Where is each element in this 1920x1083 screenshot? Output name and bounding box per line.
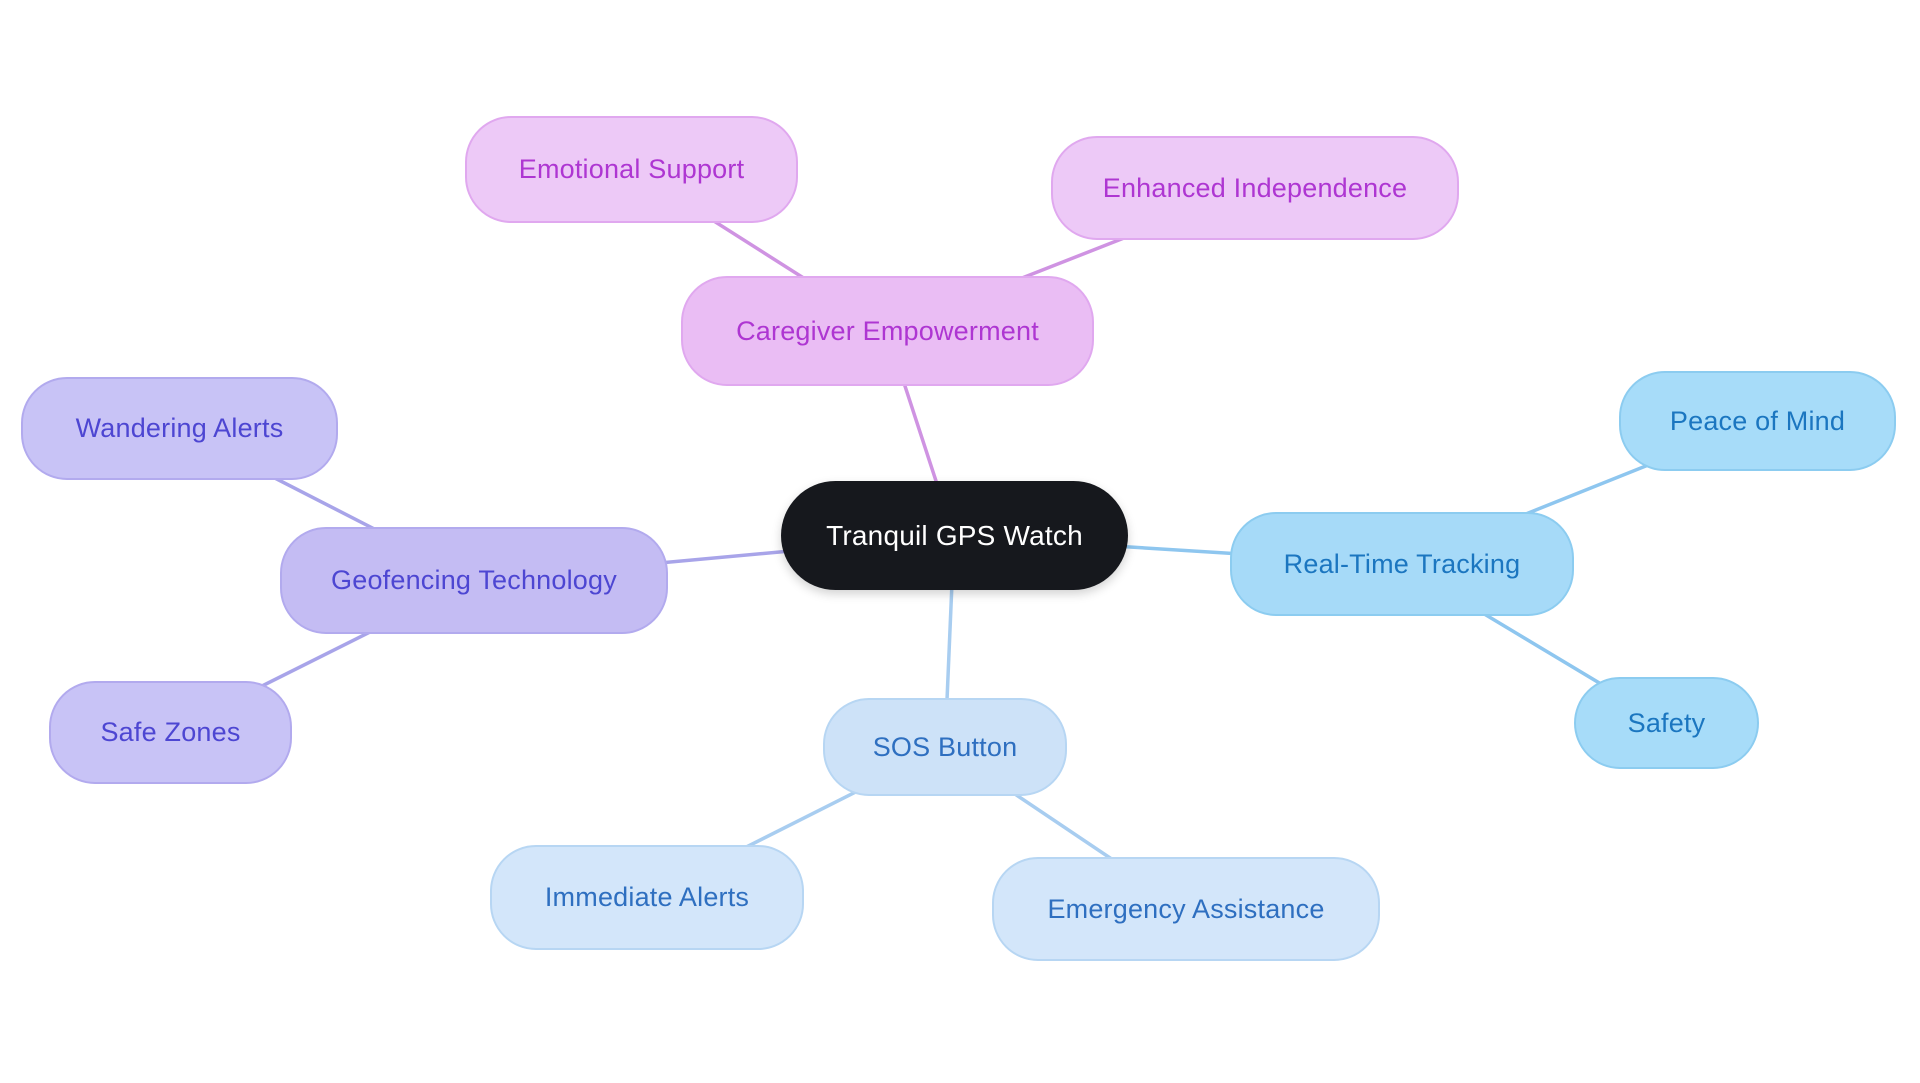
node-real-time-tracking[interactable]: Real-Time Tracking [1230,512,1574,616]
node-emergency-assistance[interactable]: Emergency Assistance [992,857,1380,961]
node-safety[interactable]: Safety [1574,677,1759,769]
node-immediate-alerts[interactable]: Immediate Alerts [490,845,804,950]
node-peace-of-mind[interactable]: Peace of Mind [1619,371,1896,471]
node-emotional-support[interactable]: Emotional Support [465,116,798,223]
node-geofencing-technology[interactable]: Geofencing Technology [280,527,668,634]
node-enhanced-independence[interactable]: Enhanced Independence [1051,136,1459,240]
node-sos-button[interactable]: SOS Button [823,698,1067,796]
node-caregiver-empowerment[interactable]: Caregiver Empowerment [681,276,1094,386]
node-tranquil-gps-watch[interactable]: Tranquil GPS Watch [781,481,1128,590]
node-wandering-alerts[interactable]: Wandering Alerts [21,377,338,480]
node-safe-zones[interactable]: Safe Zones [49,681,292,784]
